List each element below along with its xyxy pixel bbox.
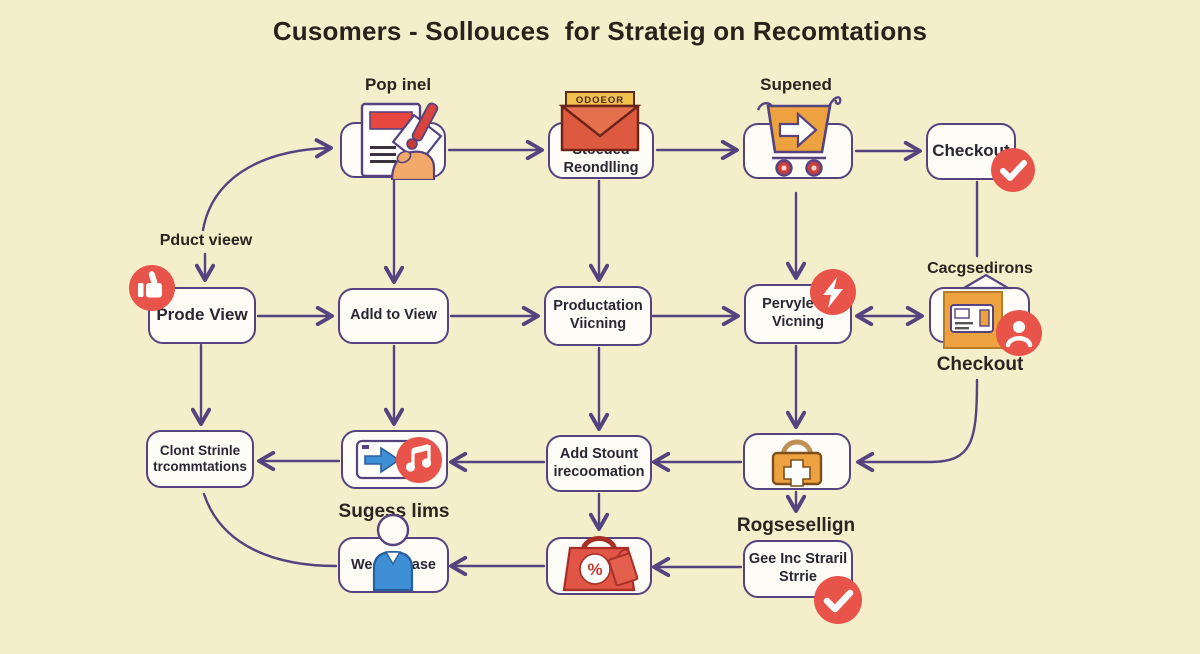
padlock-plus-icon bbox=[771, 439, 823, 487]
label-checkout-under: Checkout bbox=[936, 354, 1024, 375]
document-pencil-hand-icon bbox=[360, 102, 443, 180]
edge-wed-to-clont-curve bbox=[202, 492, 338, 568]
envelope-word: ODOEOR bbox=[576, 95, 624, 106]
node-adld-to-view: Adld to View bbox=[338, 288, 449, 344]
node-checkout-top-text: Checkout bbox=[932, 141, 1010, 161]
label-sugess-lims: Sugess lims bbox=[338, 501, 450, 522]
edge-cacgse-to-lock bbox=[856, 378, 979, 473]
node-prode-view-text: Prode View bbox=[156, 305, 248, 325]
label-rogsesellign: Rogsesellign bbox=[736, 515, 856, 536]
node-prode-view: Prode View bbox=[148, 287, 256, 344]
node-adld-text: Adld to View bbox=[350, 307, 437, 324]
label-pop-inel: Pop inel bbox=[364, 75, 432, 94]
person-badge-icon bbox=[996, 310, 1042, 356]
envelope-icon: ODOEOR bbox=[558, 91, 642, 152]
discount-bag-icon: % bbox=[562, 536, 639, 592]
label-pduct-vieew: Pduct vieew bbox=[159, 232, 253, 249]
browser-card-icon bbox=[943, 273, 1013, 349]
node-add-stount-text: Add Stount irecoomation bbox=[553, 445, 645, 480]
checkmark-badge-icon bbox=[991, 148, 1035, 192]
music-note-badge-icon bbox=[396, 437, 442, 483]
percent-symbol: % bbox=[587, 560, 602, 579]
checkmark-badge-icon bbox=[814, 576, 862, 624]
node-gee-text: Gee Inc Straril Strrie bbox=[748, 551, 848, 585]
shopping-cart-arrow-icon bbox=[756, 96, 842, 177]
lightning-badge-icon bbox=[810, 269, 856, 315]
edge-pduct-to-popinel bbox=[201, 138, 333, 232]
node-clont-strinle: Clont Strinle trcommtations bbox=[146, 430, 254, 488]
node-gee-inc: Gee Inc Straril Strrie bbox=[743, 540, 853, 598]
node-clont-text: Clont Strinle trcommtations bbox=[153, 442, 247, 474]
label-supened: Supened bbox=[760, 75, 832, 94]
person-icon bbox=[372, 513, 414, 592]
node-productation-viicning: Productation Viicning bbox=[544, 286, 652, 346]
page-title: Cusomers - Sollouces for Strateig on Rec… bbox=[272, 16, 928, 46]
node-productation-text: Productation Viicning bbox=[553, 298, 643, 332]
label-cacgsedirons: Cacgsedirons bbox=[927, 260, 1033, 277]
node-add-stount: Add Stount irecoomation bbox=[546, 435, 652, 492]
thumbs-up-badge-icon bbox=[129, 265, 175, 311]
